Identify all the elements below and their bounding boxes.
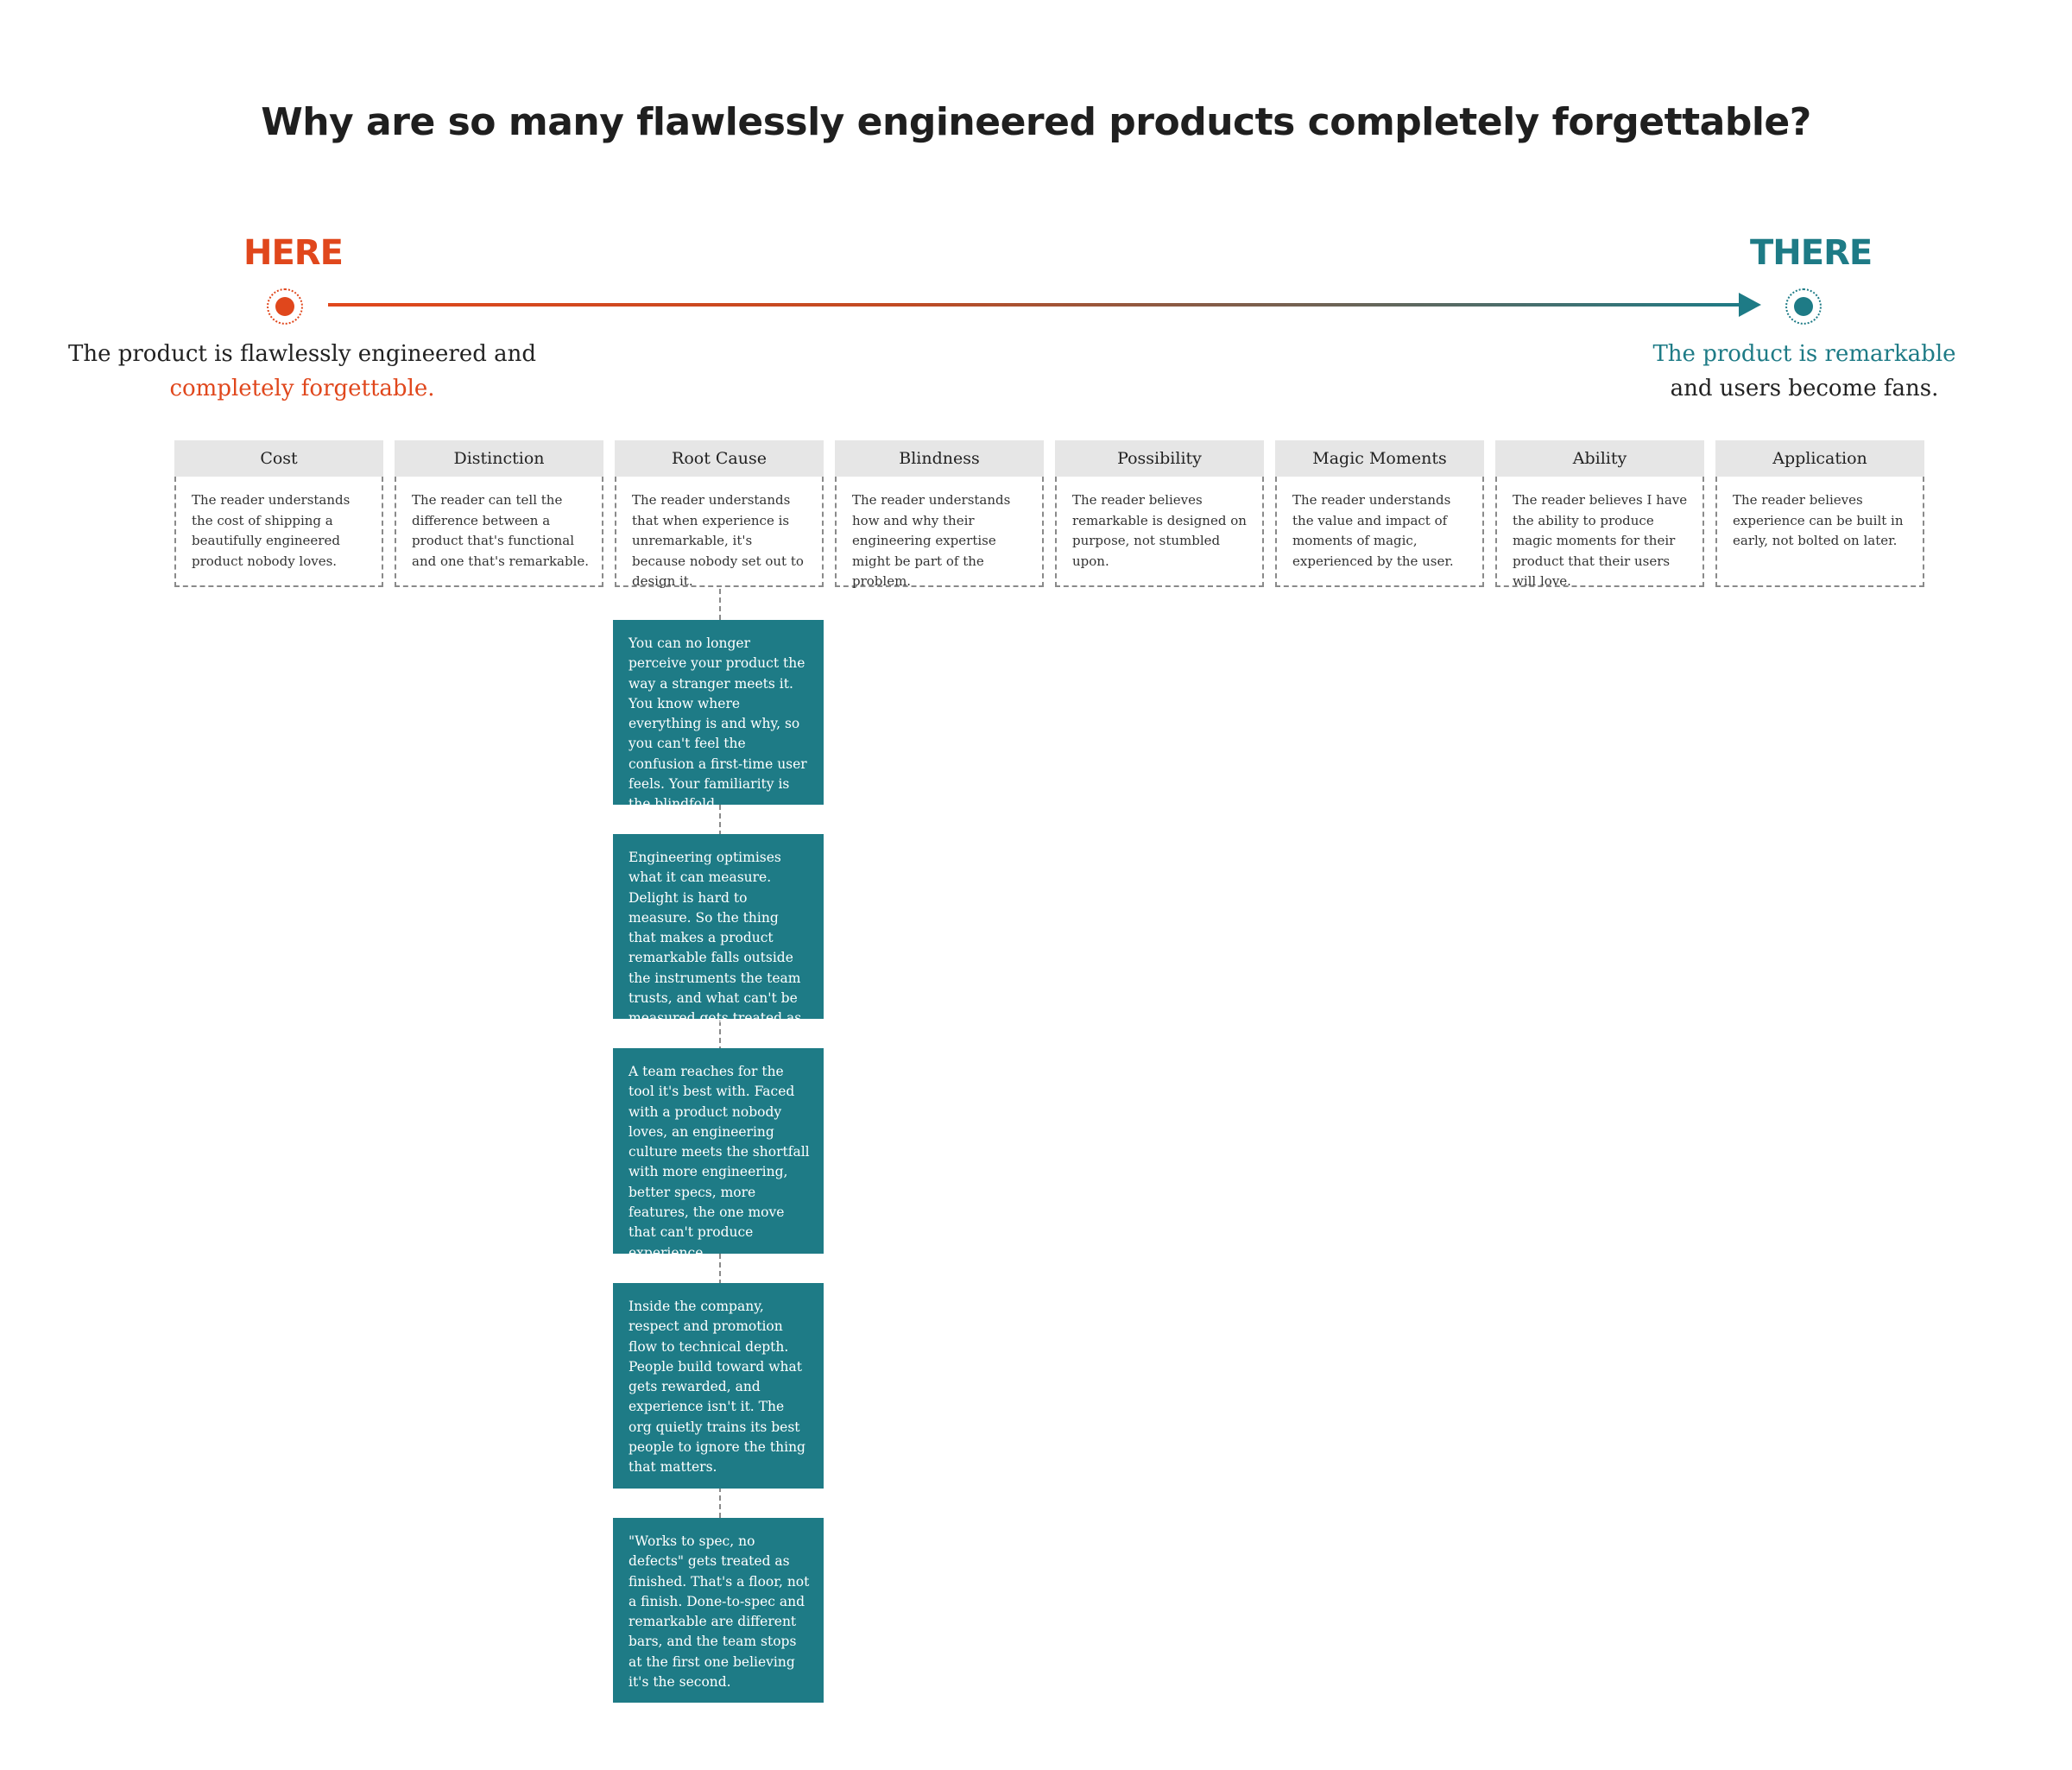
column-header: Magic Moments xyxy=(1275,440,1484,477)
column-body: The reader understands the value and imp… xyxy=(1275,477,1484,587)
here-label: HERE xyxy=(243,233,344,273)
root-cause-card: You can no longer perceive your product … xyxy=(613,620,824,812)
column-header: Distinction xyxy=(395,440,603,477)
column-header: Ability xyxy=(1495,440,1704,477)
column-body: The reader believes experience can be bu… xyxy=(1715,477,1924,587)
there-description-line1: The product is remarkable xyxy=(1652,341,1956,367)
root-cause-card: Engineering optimises what it can measur… xyxy=(613,834,824,1046)
there-dot-icon xyxy=(1785,288,1822,325)
here-dot-icon xyxy=(267,288,303,325)
column-application: Application The reader believes experien… xyxy=(1715,440,1924,587)
journey-arrow-line xyxy=(328,303,1742,307)
column-body: The reader understands the cost of shipp… xyxy=(174,477,383,587)
page-title: Why are so many flawlessly engineered pr… xyxy=(261,100,1811,144)
column-header: Possibility xyxy=(1055,440,1264,477)
column-possibility: Possibility The reader believes remarkab… xyxy=(1055,440,1264,587)
here-description-line2: completely forgettable. xyxy=(169,376,435,401)
root-cause-card: A team reaches for the tool it's best wi… xyxy=(613,1048,824,1261)
column-body: The reader understands how and why their… xyxy=(835,477,1044,589)
root-cause-card: "Works to spec, no defects" gets treated… xyxy=(613,1518,824,1703)
here-description: The product is flawlessly engineered and… xyxy=(35,337,570,406)
column-body: The reader believes remarkable is design… xyxy=(1055,477,1264,587)
column-header: Cost xyxy=(174,440,383,477)
column-magic-moments: Magic Moments The reader understands the… xyxy=(1275,440,1484,587)
there-description-line2: and users become fans. xyxy=(1670,376,1939,401)
column-body: The reader can tell the difference betwe… xyxy=(395,477,603,587)
column-header: Blindness xyxy=(835,440,1044,477)
column-body: The reader believes I have the ability t… xyxy=(1495,477,1704,589)
column-body: The reader understands that when experie… xyxy=(615,477,824,589)
there-description: The product is remarkable and users beco… xyxy=(1537,337,2072,406)
column-header: Root Cause xyxy=(615,440,824,477)
there-label: THERE xyxy=(1750,233,1873,273)
column-root-cause: Root Cause The reader understands that w… xyxy=(615,440,824,589)
arrow-head-icon xyxy=(1739,293,1761,317)
column-cost: Cost The reader understands the cost of … xyxy=(174,440,383,587)
column-distinction: Distinction The reader can tell the diff… xyxy=(395,440,603,587)
here-description-line1: The product is flawlessly engineered and xyxy=(67,341,537,367)
column-blindness: Blindness The reader understands how and… xyxy=(835,440,1044,589)
root-cause-card: Inside the company, respect and promotio… xyxy=(613,1283,824,1489)
column-ability: Ability The reader believes I have the a… xyxy=(1495,440,1704,589)
column-header: Application xyxy=(1715,440,1924,477)
